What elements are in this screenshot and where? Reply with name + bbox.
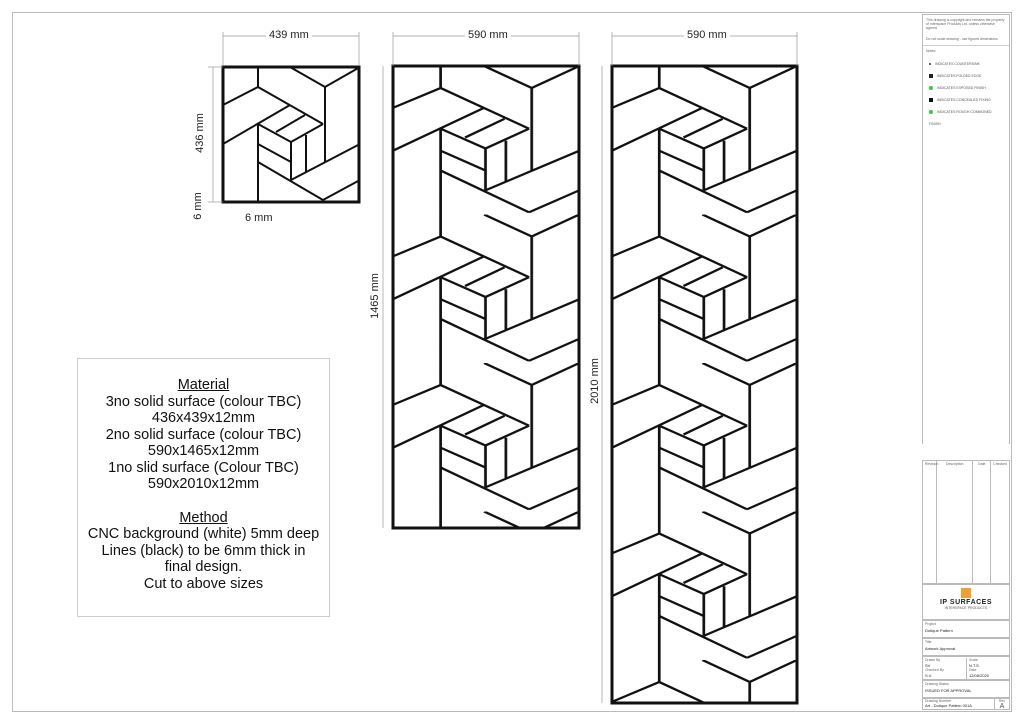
date-label: Date <box>969 668 977 672</box>
rev-header: Date <box>973 461 992 583</box>
title-block: This drawing is copyright and remains th… <box>922 14 1010 710</box>
method-line: Cut to above sizes <box>143 575 264 592</box>
material-line: 2no solid surface (colour TBC) <box>105 426 302 443</box>
material-line: 3no solid surface (colour TBC) <box>105 393 302 410</box>
material-notes-box: Material 3no solid surface (colour TBC) … <box>77 358 330 617</box>
medium-panel-width-label: 590 mm <box>465 29 511 41</box>
scale-note: Do not scale drawing - use figured dimen… <box>923 33 1009 46</box>
rev-header: Revision <box>923 461 938 583</box>
material-line: 590x1465x12mm <box>147 443 260 459</box>
rev-header: Description <box>937 461 974 583</box>
large-panel-width-label: 590 mm <box>684 29 730 41</box>
large-panel-height-label: 2010 mm <box>588 358 601 404</box>
small-panel-height-label: 436 mm <box>193 113 206 153</box>
legend-item: INDICATES EXPOSED FINISH <box>929 82 1003 94</box>
checked-by-value: S.V. <box>925 673 933 678</box>
small-panel-width-label: 439 mm <box>266 29 312 41</box>
logo-subtitle: INTERSPACE PRODUCTS <box>944 606 988 610</box>
line-thickness-h-label: 6 mm <box>245 212 273 224</box>
scale-value: N.T.S. <box>969 663 980 668</box>
logo-icon <box>961 588 971 598</box>
logo-text: IP SURFACES <box>939 599 993 606</box>
material-line: 590x2010x12mm <box>147 476 260 492</box>
material-line: 1no slid surface (Colour TBC) <box>108 459 299 476</box>
scale-label: Scale <box>969 658 978 662</box>
rev-header: Checked <box>993 462 1007 466</box>
method-line: CNC background (white) 5mm deep <box>87 526 320 542</box>
legend-item: INDICATES FOLDED EDGE <box>929 70 1003 82</box>
legend-item: INDICATES CONCEALED FIXING <box>929 94 1003 106</box>
legend: INDICATES COUNTERSINK INDICATES FOLDED E… <box>923 56 1009 132</box>
drawing-border <box>12 12 1012 712</box>
copyright-note: This drawing is copyright and remains th… <box>926 18 1005 30</box>
medium-panel <box>393 66 579 528</box>
medium-panel-height-label: 1465 mm <box>368 273 381 319</box>
large-panel <box>612 66 797 703</box>
checked-by-label: Checked By <box>925 668 944 672</box>
legend-item: INDICATES ROUGH COMMONED FINISH <box>929 110 992 126</box>
method-line: Lines (black) to be 6mm thick in <box>101 542 306 559</box>
material-heading: Material <box>177 377 230 393</box>
small-panel <box>221 65 361 204</box>
drawn-by-label: Drawn By <box>925 658 941 662</box>
notes-label: Notes: <box>926 49 937 53</box>
legend-item: INDICATES COUNTERSINK <box>929 58 1003 70</box>
revision-table: Revision Description Date Checked <box>922 460 1010 584</box>
method-line: final design. <box>164 559 243 575</box>
line-thickness-v-label: 6 mm <box>191 192 204 220</box>
method-heading: Method <box>179 509 228 526</box>
drawn-by-value: SV <box>925 663 931 668</box>
title-block-notes: This drawing is copyright and remains th… <box>922 14 1010 444</box>
drawn-checked-row: Drawn By SV Checked By S.V. Scale N.T.S.… <box>922 656 1010 680</box>
company-logo: IP SURFACES INTERSPACE PRODUCTS <box>922 584 1010 620</box>
date-value: 12/08/2020 <box>969 673 990 678</box>
material-line: 436x439x12mm <box>151 410 256 426</box>
